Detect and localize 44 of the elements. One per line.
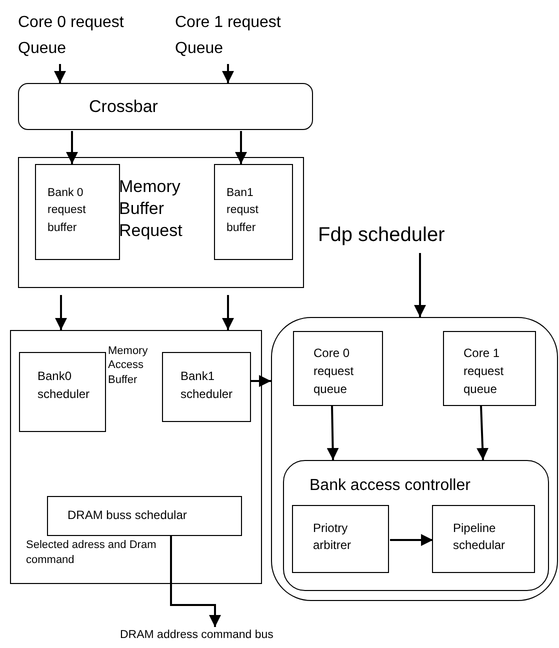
arrow <box>170 536 221 627</box>
buffer-box <box>34 164 120 260</box>
box-label: DRAM buss schedular <box>68 508 188 524</box>
buffer-box <box>18 157 304 288</box>
arrow <box>222 64 234 83</box>
box-label: Core 0 request queue <box>314 344 355 398</box>
bus-label: DRAM address command bus <box>120 628 274 643</box>
source-label: Core 0 request Queue <box>18 13 125 59</box>
arrow <box>476 406 489 460</box>
arrow <box>235 131 247 164</box>
scheduler-box <box>432 505 535 573</box>
box-label: Bank1 scheduler <box>180 368 234 402</box>
queue-box <box>292 330 382 406</box>
arrow <box>326 406 339 460</box>
arrow <box>251 375 271 387</box>
box-label: Bank0 scheduler <box>38 368 91 402</box>
box-label: Memory Buffer Request <box>119 176 184 242</box>
arrow <box>54 64 66 83</box>
arrow <box>55 295 67 330</box>
box-label: Crossbar <box>89 96 159 118</box>
arrow <box>66 131 78 164</box>
crossbar-box <box>18 83 313 130</box>
scheduler-box <box>46 496 242 536</box>
arrow <box>390 534 433 546</box>
box-label: Memory Access Buffer <box>108 344 149 387</box>
scheduler-panel <box>271 317 558 601</box>
box-label: Core 1 request queue <box>464 344 505 398</box>
box-label: Bank 0 request buffer <box>48 186 87 236</box>
buffer-box <box>10 330 262 584</box>
scheduler-box <box>162 352 250 422</box>
scheduler-box <box>18 352 106 432</box>
arbiter-box <box>292 505 389 573</box>
box-label: Pipeline schedular <box>453 520 506 554</box>
box-label: Ban1 requst buffer <box>226 186 260 236</box>
controller-box <box>282 460 548 590</box>
source-label: Core 1 request Queue <box>175 13 282 59</box>
arrow <box>414 253 426 317</box>
scheduler-label: Fdp scheduler <box>318 223 446 248</box>
buffer-box <box>214 164 292 260</box>
arrow <box>222 295 234 330</box>
note-text: Selected adress and Dram command <box>26 538 158 568</box>
queue-box <box>442 330 536 406</box>
box-label: Bank access controller <box>310 476 472 496</box>
box-label: Priotry arbitrer <box>313 520 352 554</box>
